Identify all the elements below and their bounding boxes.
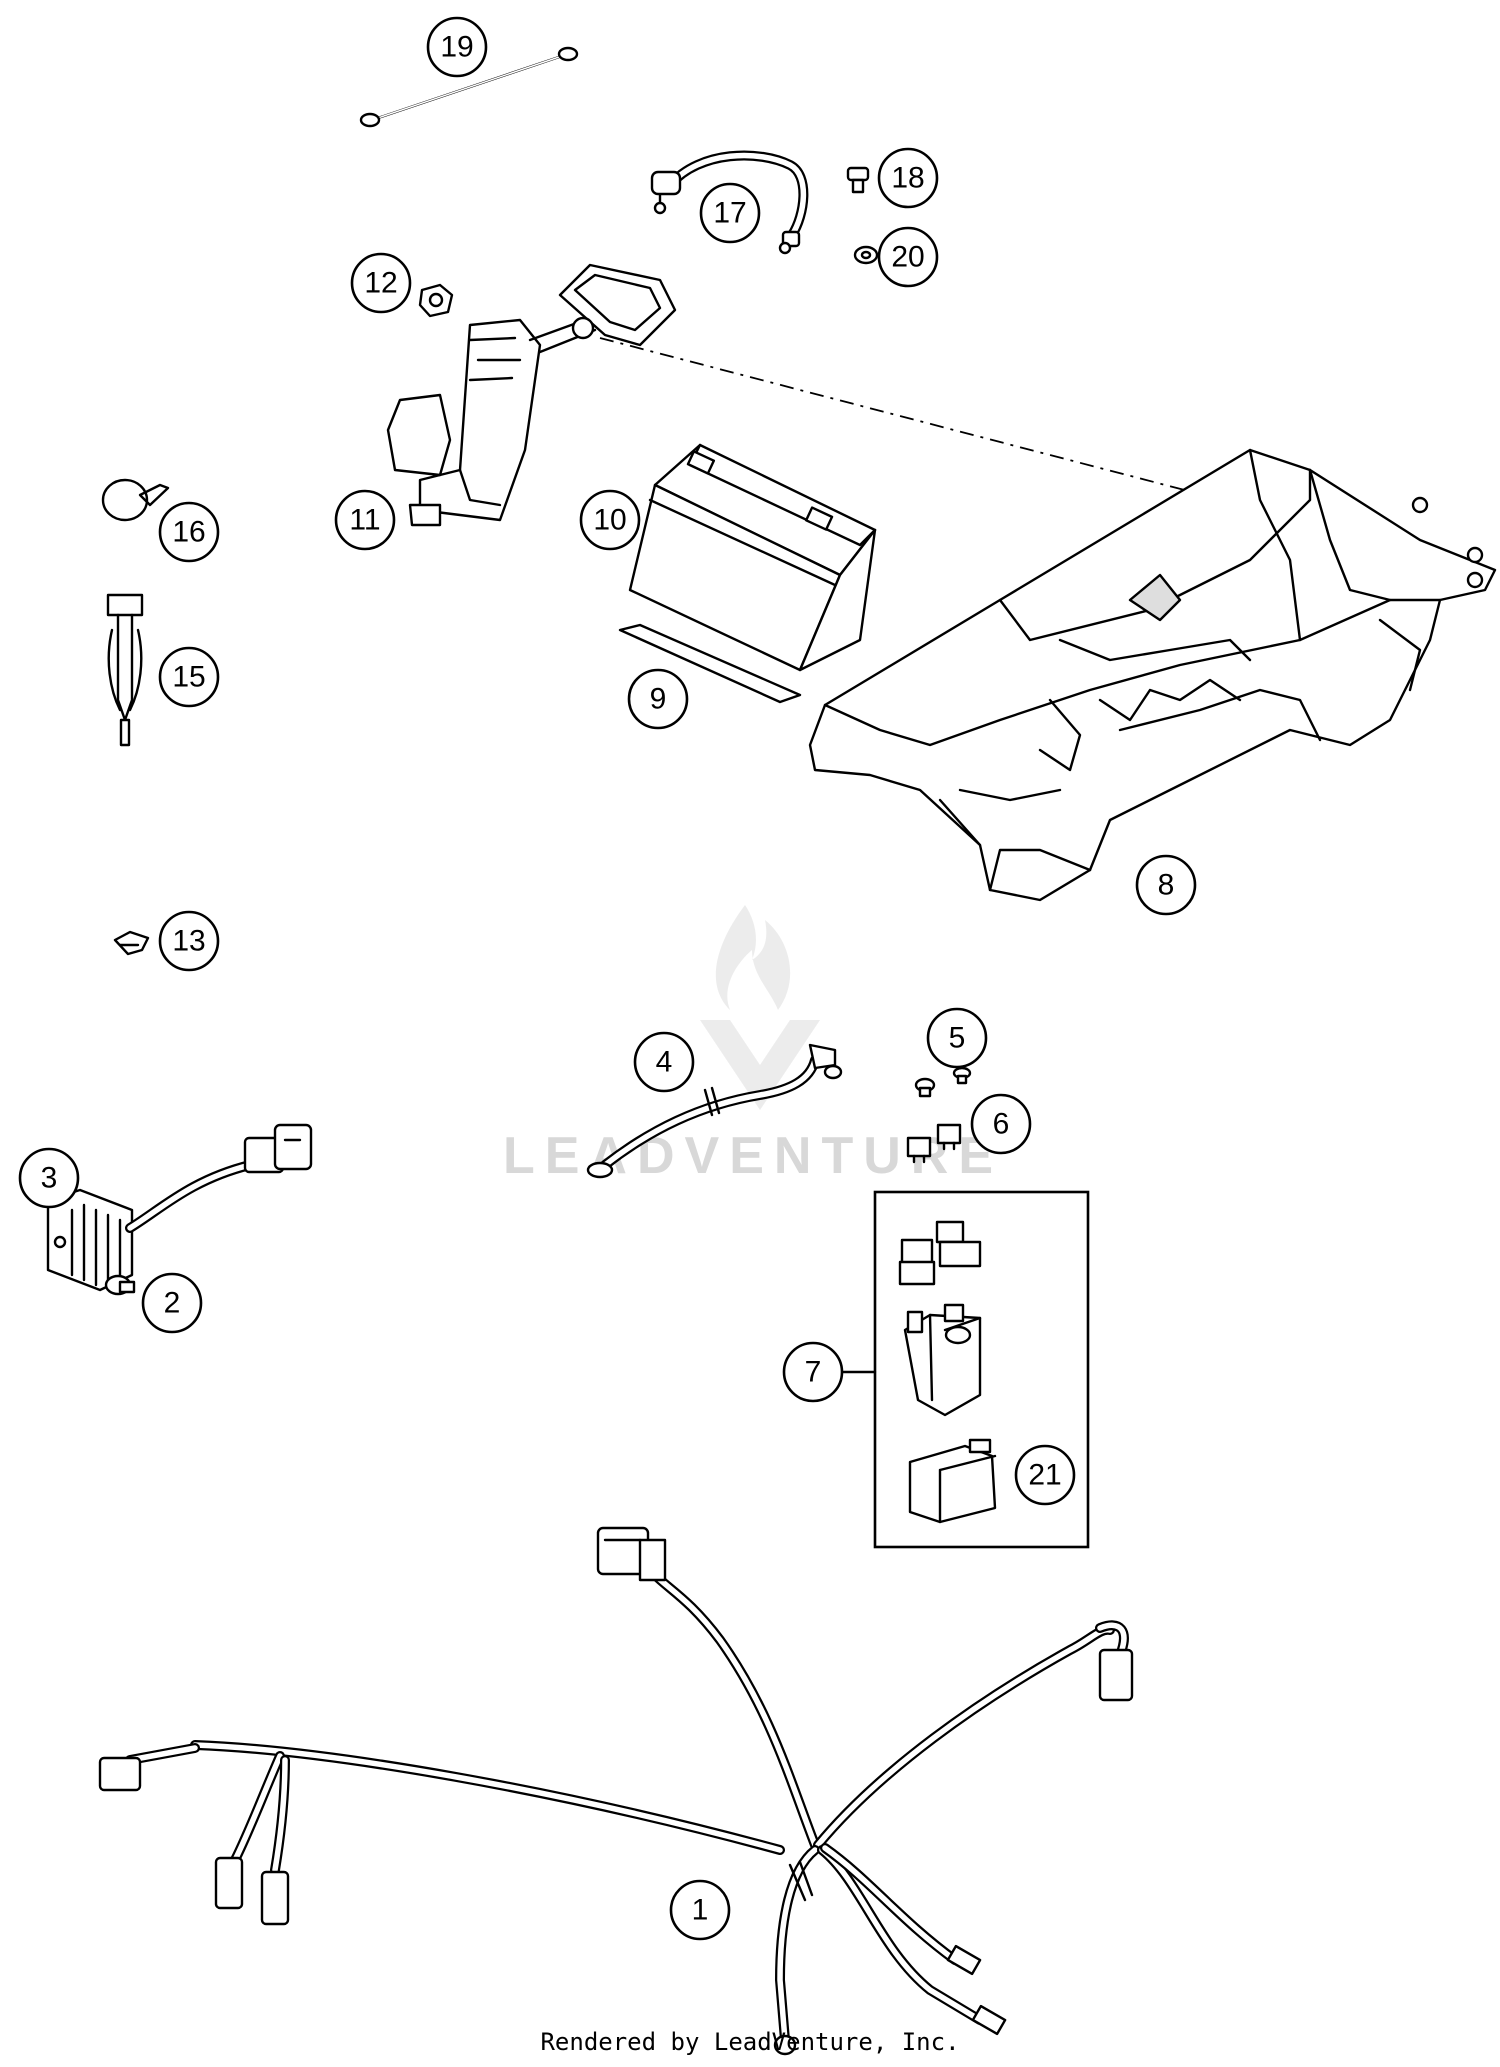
svg-text:13: 13 — [172, 925, 205, 958]
callout-5[interactable]: 5 — [926, 1007, 988, 1069]
svg-text:10: 10 — [593, 504, 626, 537]
callout-15[interactable]: 15 — [158, 646, 220, 708]
callout-19[interactable]: 19 — [426, 16, 488, 78]
svg-text:18: 18 — [891, 162, 924, 195]
part-16-cable-tie — [101, 478, 170, 522]
svg-text:8: 8 — [1158, 869, 1175, 902]
svg-text:1: 1 — [692, 1894, 709, 1927]
part-19-strap — [359, 46, 579, 128]
part-9-pad — [618, 623, 802, 704]
svg-text:19: 19 — [440, 31, 473, 64]
footer-credit: Rendered by LeadVenture, Inc. — [540, 2028, 960, 2056]
svg-text:11: 11 — [349, 504, 380, 537]
svg-text:6: 6 — [993, 1108, 1010, 1141]
svg-text:20: 20 — [891, 241, 924, 274]
callout-1[interactable]: 1 — [669, 1879, 731, 1941]
callout-13[interactable]: 13 — [158, 910, 220, 972]
part-6-fuses — [906, 1123, 962, 1164]
part-8-battery-box — [808, 448, 1497, 902]
part-7-relay-kit — [840, 1190, 1090, 1549]
callout-7[interactable]: 7 — [782, 1341, 844, 1403]
callout-6[interactable]: 6 — [970, 1093, 1032, 1155]
svg-text:9: 9 — [650, 683, 667, 716]
callout-8[interactable]: 8 — [1135, 854, 1197, 916]
part-20-nut — [853, 245, 879, 265]
part-1-wiring-harness — [98, 1526, 1134, 2056]
part-10-battery — [628, 443, 877, 672]
callout-9[interactable]: 9 — [627, 668, 689, 730]
part-11-bracket — [386, 263, 677, 527]
svg-text:17: 17 — [713, 197, 746, 230]
callout-4[interactable]: 4 — [633, 1031, 695, 1093]
part-13-clip — [113, 930, 150, 956]
callout-20[interactable]: 20 — [877, 226, 939, 288]
callout-12[interactable]: 12 — [350, 252, 412, 314]
callout-3[interactable]: 3 — [18, 1147, 80, 1209]
callout-18[interactable]: 18 — [877, 147, 939, 209]
svg-text:5: 5 — [949, 1022, 966, 1055]
svg-text:12: 12 — [364, 267, 397, 300]
svg-text:3: 3 — [41, 1162, 58, 1195]
callout-2[interactable]: 2 — [141, 1272, 203, 1334]
part-5-screws — [914, 1066, 972, 1098]
callout-11[interactable]: 11 — [334, 489, 396, 551]
svg-text:2: 2 — [164, 1287, 181, 1320]
part-12-nut — [418, 283, 454, 318]
callout-21[interactable]: 21 — [1014, 1444, 1076, 1506]
part-4-cable — [586, 1043, 843, 1179]
svg-text:7: 7 — [805, 1356, 822, 1389]
callout-17[interactable]: 17 — [699, 182, 761, 244]
part-15-clip — [106, 593, 144, 747]
callout-10[interactable]: 10 — [579, 489, 641, 551]
part-3-regulator — [46, 1123, 313, 1292]
svg-text:15: 15 — [172, 661, 205, 694]
part-2-screw — [104, 1274, 136, 1296]
callout-16[interactable]: 16 — [158, 501, 220, 563]
svg-text:4: 4 — [656, 1046, 673, 1079]
svg-text:16: 16 — [172, 516, 205, 549]
part-17-cable — [650, 150, 809, 255]
leadventure-logo-icon — [700, 905, 820, 1110]
part-18-screw — [846, 166, 870, 194]
svg-text:21: 21 — [1028, 1459, 1061, 1492]
